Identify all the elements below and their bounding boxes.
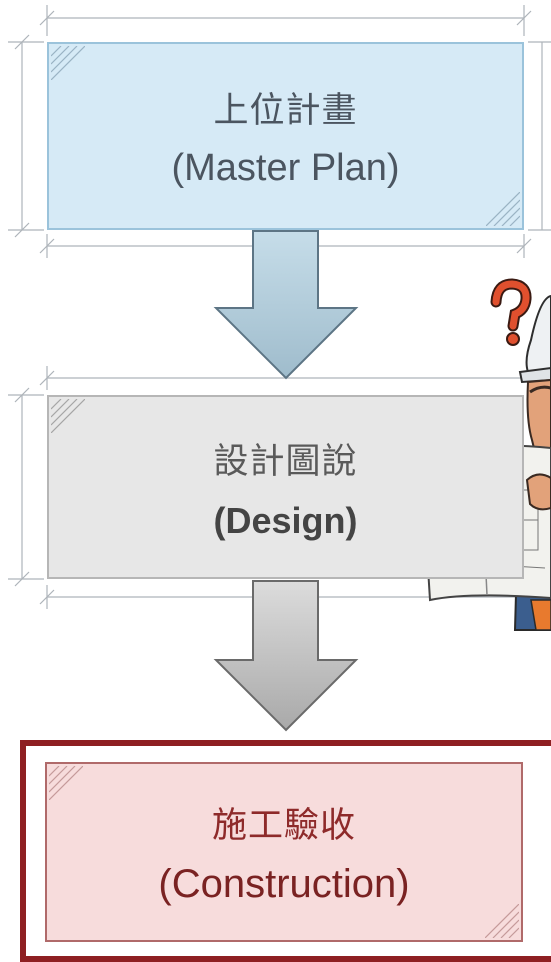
step-title-en: (Design): [213, 499, 358, 541]
hatch-corner-icon: [51, 399, 85, 433]
step-title-zh: 上位計畫: [213, 91, 358, 130]
hatch-corner-icon: [486, 192, 520, 226]
down-arrow-icon: [213, 230, 359, 380]
step-title-en: (Master Plan): [171, 147, 400, 189]
step-title-zh: 施工驗收: [211, 806, 356, 845]
step-title-zh: 設計圖說: [213, 441, 358, 481]
step-design: 設計圖說 (Design): [47, 395, 524, 579]
step-title-en: (Construction): [158, 862, 410, 906]
hatch-corner-icon: [485, 904, 519, 938]
question-mark-icon: [490, 278, 532, 346]
step-construction: 施工驗收 (Construction): [45, 762, 523, 942]
hatch-corner-icon: [51, 46, 85, 80]
hatch-corner-icon: [49, 766, 83, 800]
down-arrow-icon: [213, 580, 359, 732]
step-master-plan: 上位計畫 (Master Plan): [47, 42, 524, 230]
